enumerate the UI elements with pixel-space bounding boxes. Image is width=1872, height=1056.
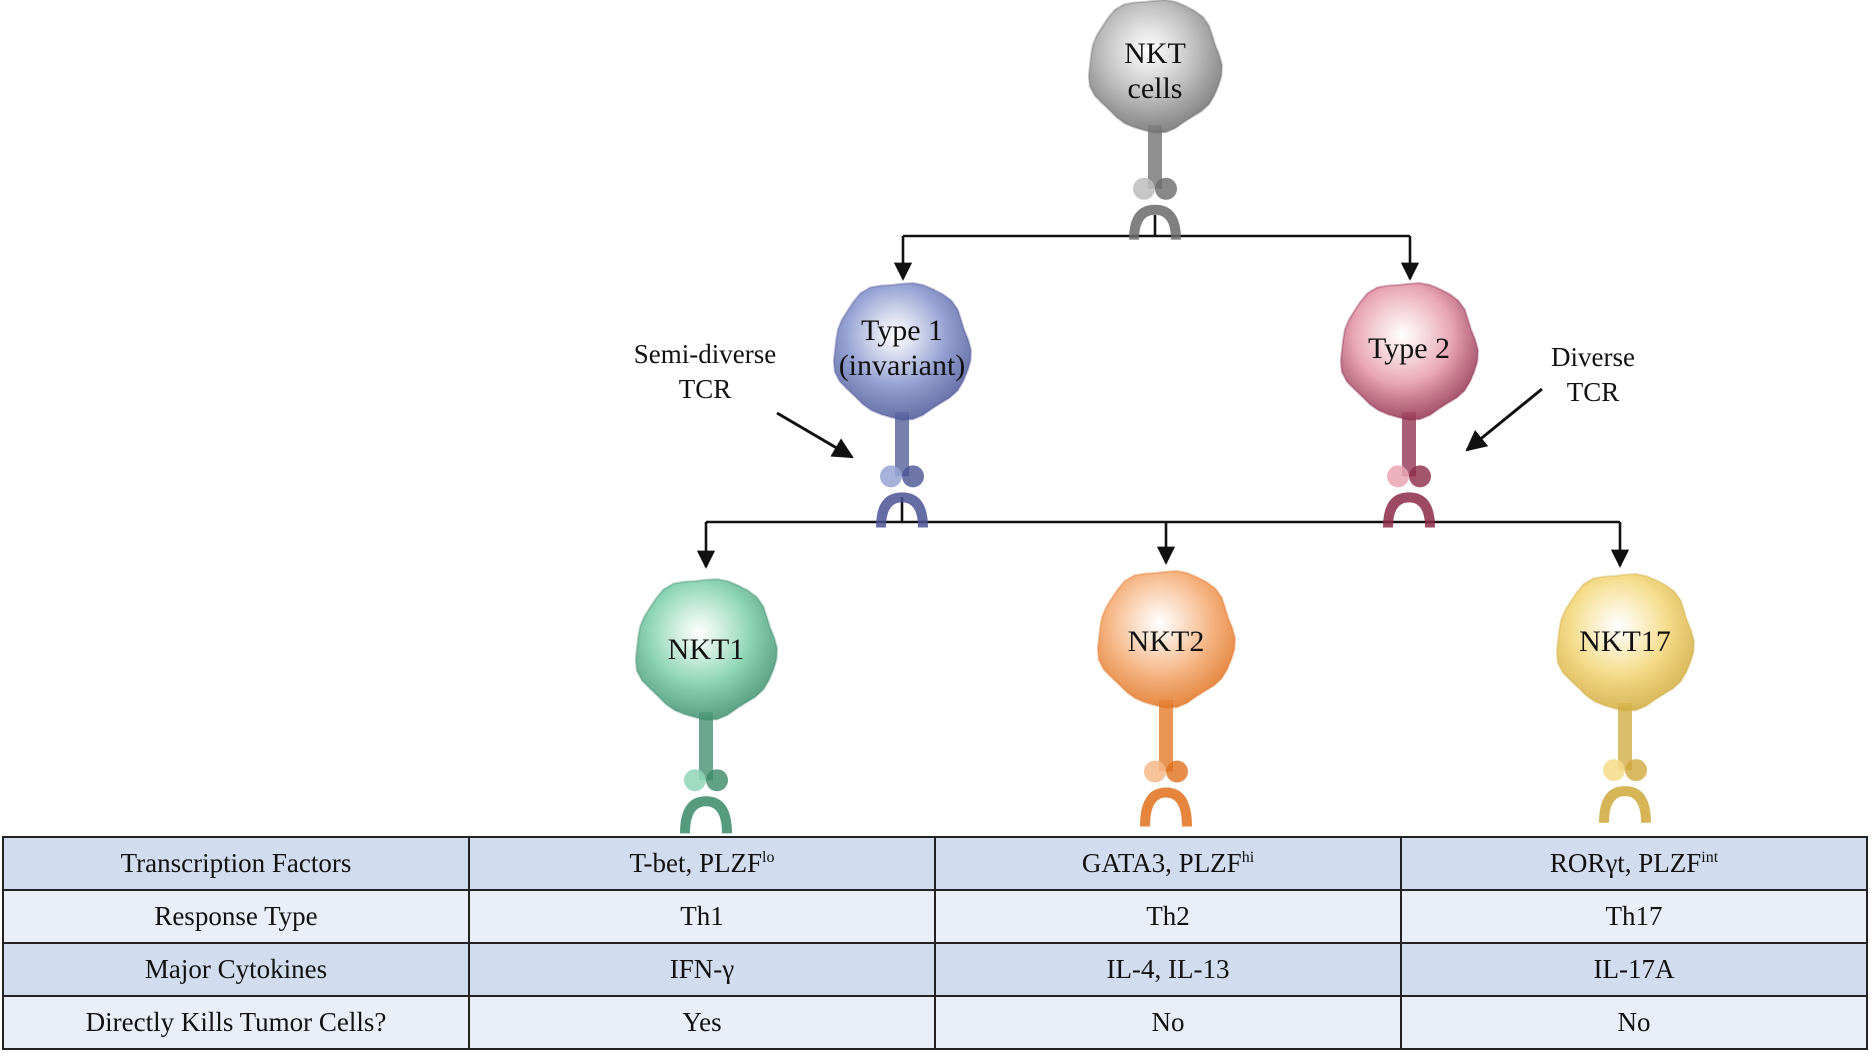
nkt1-node [634, 578, 779, 834]
row-header-cell: Transcription Factors [2, 836, 470, 891]
cell-body [1087, 0, 1224, 134]
table-cell-nkt2: GATA3, PLZFhi [934, 836, 1402, 891]
tcr-beta-domain [706, 769, 728, 792]
nkt1-label: NKT1 [668, 633, 745, 666]
cell-stem [1148, 125, 1162, 189]
table-row-major-cytokines: Major Cytokines IFN-γ IL-4, IL-13 IL-17A [2, 942, 1868, 997]
tcr-receptor-cup [1140, 787, 1192, 827]
semi-diverse-tcr-line2: TCR [679, 374, 732, 404]
table-cell-nkt2: No [934, 995, 1402, 1050]
tcr-alpha-domain [1387, 465, 1409, 488]
cell-main: RORγt, PLZF [1549, 848, 1702, 878]
cell-superscript: hi [1241, 849, 1255, 866]
nkt-cells-node [1087, 0, 1224, 240]
cell-body [634, 578, 779, 721]
tcr-alpha-domain [880, 465, 902, 488]
table-row-response-type: Response Type Th1 Th2 Th17 [2, 889, 1868, 944]
table-cell-nkt1: Th1 [468, 889, 936, 944]
tcr-beta-domain [902, 465, 924, 488]
row-header-cell: Major Cytokines [2, 942, 470, 997]
tcr-alpha-domain [1133, 177, 1155, 200]
cell-stem [1402, 412, 1416, 477]
nkt-cells-label-line2: cells [1128, 72, 1183, 105]
table-cell-nkt1: Yes [468, 995, 936, 1050]
type2-label: Type 2 [1368, 332, 1450, 365]
table-row-kills-tumor-cells: Directly Kills Tumor Cells? Yes No No [2, 995, 1868, 1050]
cell-body [1339, 281, 1480, 421]
type2-node [1339, 281, 1480, 528]
diverse-tcr-line2: TCR [1567, 377, 1620, 407]
nkt2-label: NKT2 [1128, 625, 1205, 658]
tcr-receptor-cup [1129, 204, 1181, 240]
table-cell-nkt17: No [1400, 995, 1868, 1050]
tcr-alpha-domain [1144, 760, 1166, 783]
nkt17-node [1555, 572, 1696, 823]
nkt-cells-label-line1: NKT [1124, 37, 1186, 70]
diverse-tcr-line1: Diverse [1551, 342, 1635, 372]
table-cell-nkt2: Th2 [934, 889, 1402, 944]
cell-body [1555, 572, 1696, 712]
type1-label-line1: Type 1 [861, 314, 943, 347]
semi-diverse-tcr-line1: Semi-diverse [634, 339, 776, 369]
table-cell-nkt1: T-bet, PLZFlo [468, 836, 936, 891]
cell-stem [1159, 700, 1173, 772]
table-cell-nkt2: IL-4, IL-13 [934, 942, 1402, 997]
table-cell-nkt17: Th17 [1400, 889, 1868, 944]
table-cell-nkt1: IFN-γ [468, 942, 936, 997]
diverse-tcr-arrow [1465, 387, 1543, 452]
cell-superscript: lo [762, 849, 775, 866]
tcr-receptor-cup [1599, 786, 1651, 823]
table-cell-nkt17: RORγt, PLZFint [1400, 836, 1868, 891]
cell-stem [895, 412, 909, 477]
row-header-cell: Directly Kills Tumor Cells? [2, 995, 470, 1050]
nkt2-node [1096, 569, 1237, 827]
nkt-properties-table: Transcription Factors T-bet, PLZFlo GATA… [2, 836, 1868, 1050]
cell-main: GATA3, PLZF [1081, 848, 1242, 878]
tcr-receptor-cup [876, 492, 928, 528]
tcr-alpha-domain [684, 769, 706, 792]
semi-diverse-tcr-arrow [776, 411, 854, 459]
tcr-beta-domain [1155, 177, 1177, 200]
table-row-transcription-factors: Transcription Factors T-bet, PLZFlo GATA… [2, 836, 1868, 891]
row-header-cell: Response Type [2, 889, 470, 944]
cell-stem [699, 712, 713, 781]
table-cell-nkt17: IL-17A [1400, 942, 1868, 997]
tcr-beta-domain [1409, 465, 1431, 488]
cell-main: T-bet, PLZF [629, 848, 763, 878]
type1-label-line2: (invariant) [839, 349, 966, 382]
cell-body [1096, 569, 1237, 709]
type1-node [832, 281, 973, 528]
cell-superscript: int [1701, 849, 1719, 866]
cell-body [832, 281, 973, 421]
tcr-beta-domain [1625, 759, 1647, 782]
cell-stem [1618, 703, 1632, 771]
tcr-beta-domain [1166, 760, 1188, 783]
tcr-alpha-domain [1603, 759, 1625, 782]
tcr-receptor-cup [1383, 492, 1435, 528]
nkt17-label: NKT17 [1579, 625, 1671, 658]
tcr-receptor-cup [680, 796, 732, 834]
